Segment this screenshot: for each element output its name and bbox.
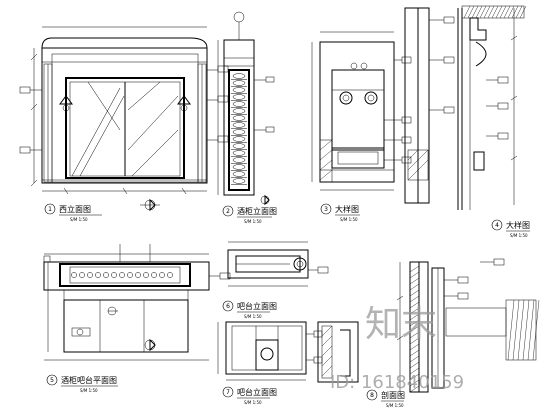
- view-4-title: 大样图: [506, 220, 530, 230]
- watermark-id: ID: 161840159: [330, 372, 464, 393]
- view-2-callout: 2 酒柜立面图 S/M 1:50: [222, 205, 277, 224]
- view-8-section: [317, 258, 540, 393]
- view-7-elevation: [217, 321, 323, 381]
- watermark-logo: 知末: [365, 304, 437, 345]
- view-1-scale: S/M 1:50: [70, 217, 88, 222]
- view-5-plan: [43, 244, 231, 361]
- view-7-scale: S/M 1:50: [244, 400, 262, 405]
- view-8-number: 8: [370, 392, 374, 399]
- view-5-scale: S/M 1:50: [80, 388, 98, 393]
- view-6-title: 吧台立面图: [237, 301, 277, 311]
- view-3-scale: S/M 1:50: [340, 217, 358, 222]
- view-6-callout: 6 吧台立面图 S/M 1:50: [222, 300, 277, 319]
- view-5-number: 5: [50, 377, 54, 384]
- view-4-section: [404, 5, 527, 210]
- view-1-elevation: [19, 26, 229, 212]
- watermark: 知末 ID: 161840159: [330, 304, 464, 393]
- view-8-callout: 8 剖面图 S/M 1:50: [366, 389, 405, 408]
- view-3-title: 大样图: [335, 204, 359, 214]
- view-3-detail: [311, 31, 412, 191]
- view-5-callout: 5 酒柜吧台平面图 S/M 1:50: [46, 374, 118, 393]
- view-1-callout: 1 西立面图 S/M 1:50: [44, 203, 102, 222]
- view-4-callout: 4 大样图 S/M 1:50: [491, 219, 530, 238]
- view-7-title: 吧台立面图: [237, 387, 277, 397]
- view-8-title: 剖面图: [381, 390, 405, 400]
- view-7-number: 7: [226, 389, 230, 396]
- view-6-elevation: [227, 241, 329, 287]
- view-3-callout: 3 大样图 S/M 1:50: [320, 203, 360, 222]
- view-5-title: 酒柜吧台平面图: [61, 375, 117, 385]
- view-6-number: 6: [226, 303, 230, 310]
- view-4-scale: S/M 1:50: [510, 233, 528, 238]
- view-4-number: 4: [495, 222, 499, 229]
- view-2-elevation: [217, 11, 275, 206]
- view-1-number: 1: [48, 206, 52, 213]
- view-2-scale: S/M 1:50: [244, 219, 262, 224]
- view-6-scale: S/M 1:50: [244, 314, 262, 319]
- view-2-number: 2: [226, 208, 230, 215]
- view-1-title: 西立面图: [59, 204, 91, 214]
- view-2-title: 酒柜立面图: [237, 206, 277, 216]
- view-7-callout: 7 吧台立面图 S/M 1:50: [222, 386, 277, 405]
- view-8-scale: S/M 1:50: [386, 403, 404, 408]
- view-3-number: 3: [324, 206, 328, 213]
